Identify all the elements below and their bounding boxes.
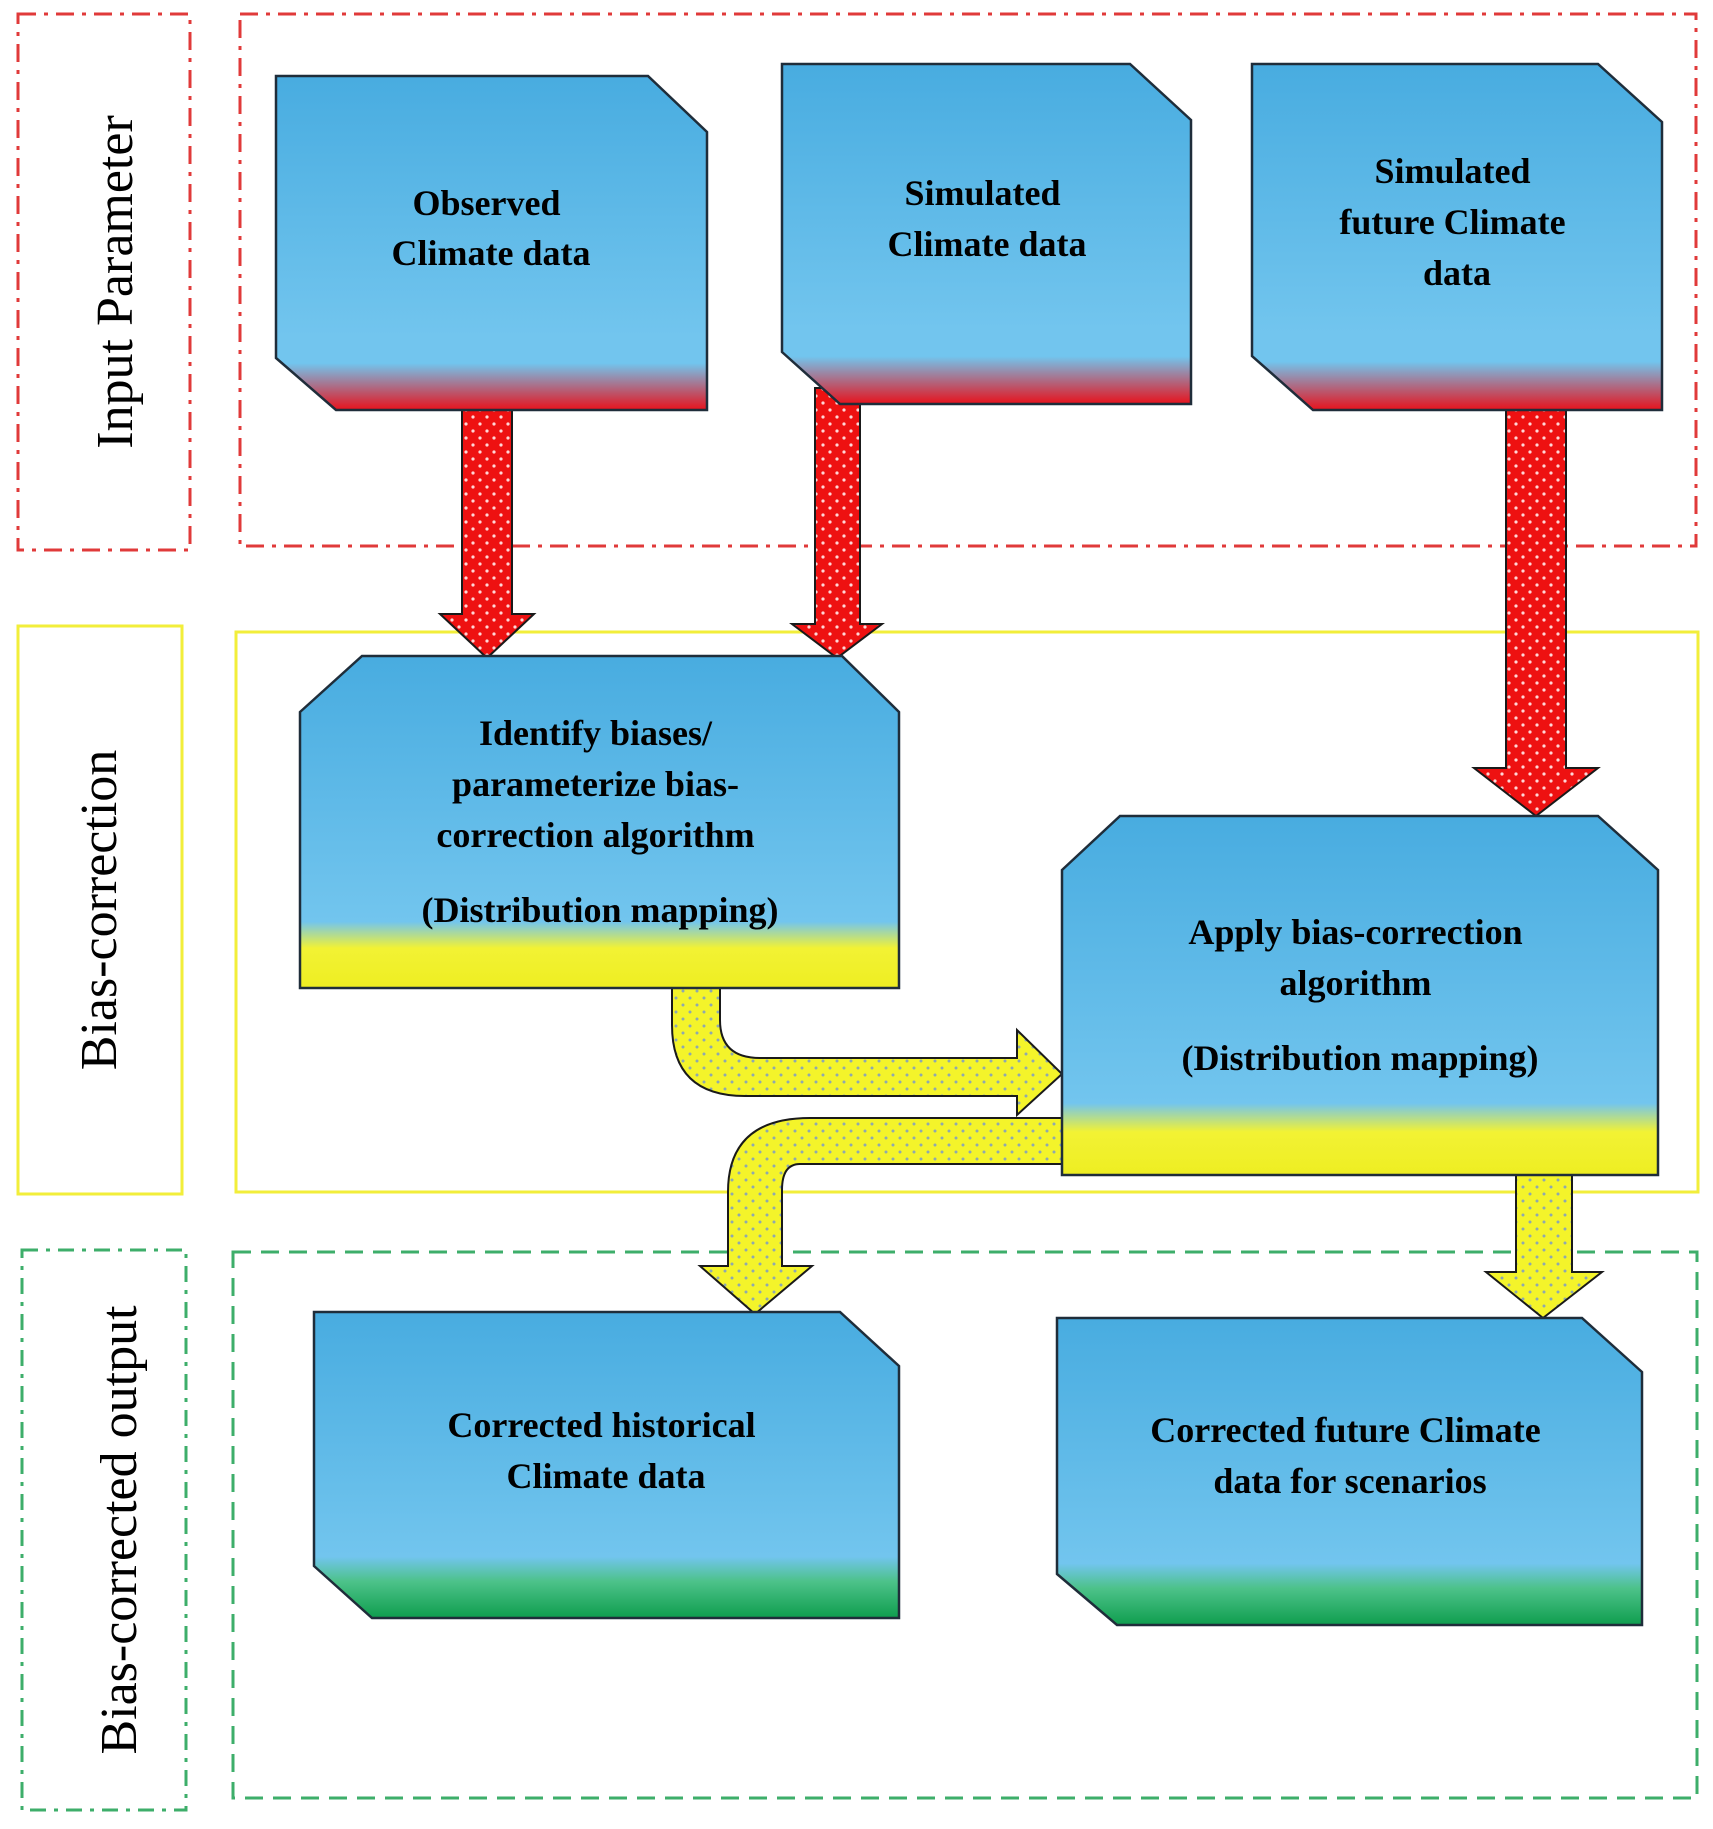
simulated-climate-box: Simulated Climate data [780,62,1193,406]
corrected-historical-box: Corrected historical Climate data [312,1310,901,1620]
svg-text:Identify biases/ paramet: Identify biases/ parameterize bias- corr… [421,713,778,930]
identify-biases-box: Identify biases/ parameterize bias- corr… [298,654,901,990]
bias-correction-section: Bias-correction [16,624,1700,1196]
corrected-future-line-1: Corrected future Climate [1150,1410,1541,1450]
identify-line-3: correction algorithm [436,815,754,855]
corrected-future-line-2: data for scenarios [1213,1461,1486,1501]
apply-line-2: algorithm [1280,963,1432,1003]
apply-bias-correction-box: Apply bias-correction algorithm (Distrib… [1060,814,1660,1177]
input-section-label: Input Parameter [87,115,144,449]
bias-label-frame [16,624,184,1196]
observed-climate-box: Observed Climate data [274,74,709,412]
svg-text:Corrected historical Cli: Corrected historical Climate data [447,1405,764,1496]
arrow-apply-to-historical [697,1117,1063,1316]
identify-line-1: Identify biases/ [479,713,713,753]
bias-section-frame [234,630,1700,1194]
svg-text:Observed Climate data: Observed Climate data [392,183,591,273]
simulated-future-box: Simulated future Climate data [1250,62,1664,412]
apply-method: (Distribution mapping) [1181,1038,1538,1078]
historical-line-2: Climate data [507,1456,706,1496]
arrow-identify-to-apply [671,984,1064,1118]
output-section-frame [231,1250,1699,1800]
output-section-label: Bias-corrected output [91,1305,148,1755]
identify-line-2: parameterize bias- [452,764,739,804]
arrow-observed-to-identify [437,404,537,660]
svg-text:Simulated Climate data: Simulated Climate data [888,173,1087,264]
svg-text:Corrected future Climate: Corrected future Climate data for scenar… [1150,1410,1550,1501]
identify-method: (Distribution mapping) [421,890,778,930]
simulated-line-2: Climate data [888,224,1087,264]
observed-line-2: Climate data [392,233,591,273]
historical-line-1: Corrected historical [447,1405,755,1445]
corrected-future-box: Corrected future Climate data for scenar… [1055,1316,1644,1627]
svg-text:Apply bias-correction al: Apply bias-correction algorithm (Distrib… [1181,912,1538,1078]
observed-line-1: Observed [413,183,561,223]
future-line-3: data [1423,253,1491,293]
simulated-line-1: Simulated [904,173,1060,213]
svg-text:Simulated future Climate: Simulated future Climate data [1339,151,1574,293]
future-line-2: future Climate [1339,202,1565,242]
arrow-simulated-to-identify [789,387,885,660]
input-section-frame [238,12,1698,548]
output-section: Bias-corrected output [20,1248,1699,1812]
apply-line-1: Apply bias-correction [1188,912,1522,952]
input-section: Input Parameter [16,12,1698,552]
input-label-frame [16,12,192,552]
future-line-1: Simulated [1374,151,1530,191]
bias-section-label: Bias-correction [71,750,128,1071]
arrow-apply-to-future [1483,1167,1605,1320]
output-label-frame [20,1248,188,1812]
arrow-future-to-apply [1471,404,1601,818]
